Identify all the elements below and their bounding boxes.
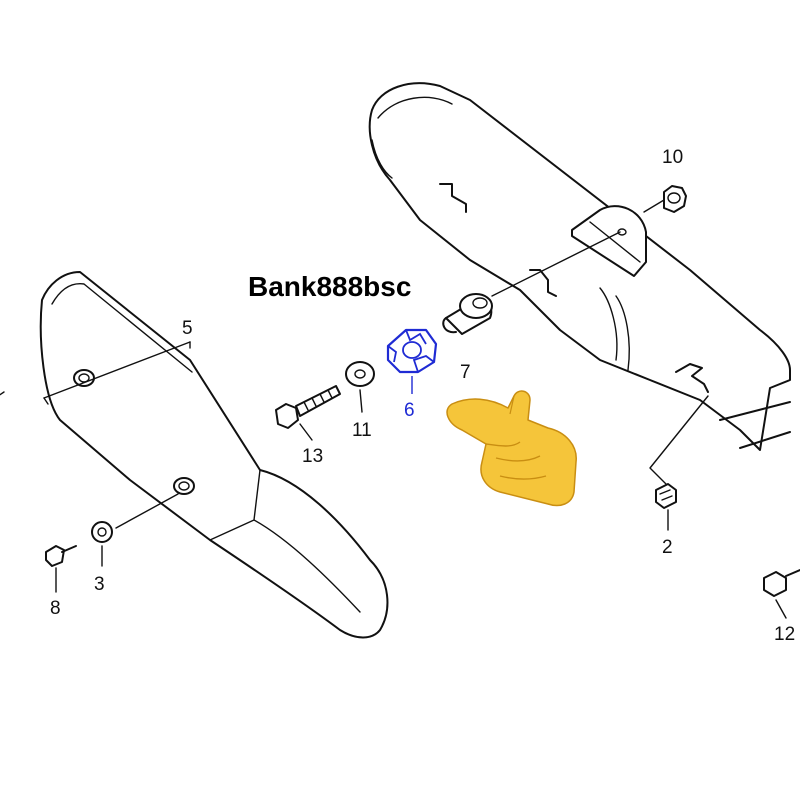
callout-12: 12: [774, 624, 795, 645]
leader-10: [643, 199, 665, 213]
callout-13: 13: [302, 446, 323, 467]
bolt-part-8: [45, 545, 77, 593]
callout-10: 10: [662, 147, 683, 168]
leader-5: [43, 341, 191, 399]
collar-part-3: [91, 521, 113, 567]
heat-shield: [39, 271, 389, 639]
bolt-part-12: [763, 569, 800, 619]
bolt-part-13: [275, 385, 341, 441]
callout-5: 5: [182, 318, 193, 339]
washer-part-11: [345, 361, 375, 413]
watermark-text: Bank888bsc: [248, 271, 411, 302]
collar-part-7: [442, 293, 493, 335]
muffler: [368, 82, 791, 451]
leader-2: [649, 395, 709, 485]
leader-7: [491, 231, 621, 297]
leader-3: [115, 493, 179, 529]
callout-6: 6: [404, 400, 415, 421]
pointing-hand-icon: [446, 390, 577, 507]
callout-11: 11: [352, 420, 372, 441]
callout-2: 2: [662, 537, 673, 558]
callout-8: 8: [50, 598, 61, 619]
clip-part-2: [655, 483, 677, 531]
callout-3: 3: [94, 574, 105, 595]
nut-part-10: [663, 185, 687, 213]
grommet-part-6: [386, 328, 438, 394]
callout-7: 7: [460, 362, 471, 383]
